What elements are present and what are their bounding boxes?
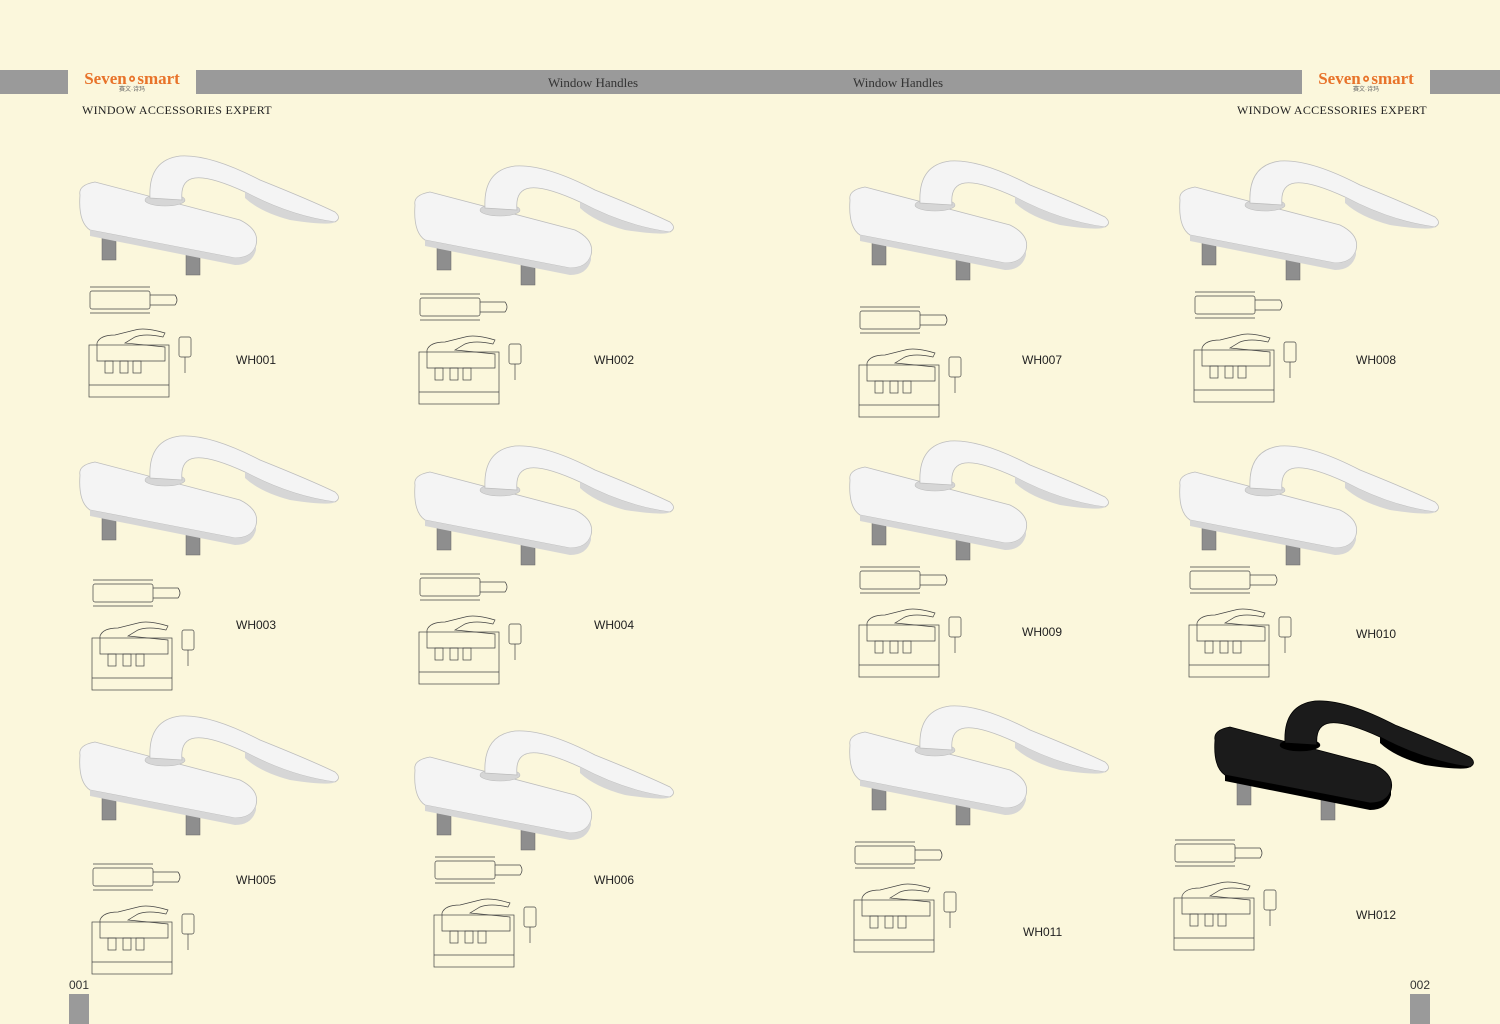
page-strip-left — [69, 994, 89, 1024]
product-image-wh003 — [60, 430, 350, 570]
product-image-wh010 — [1160, 440, 1450, 580]
page-strip-right — [1410, 994, 1430, 1024]
product-image-wh011 — [830, 700, 1120, 840]
page-number-right: 002 — [1410, 978, 1431, 992]
technical-drawing-wh009 — [845, 565, 975, 685]
technical-drawing-wh003 — [78, 578, 208, 698]
product-code-wh006: WH006 — [594, 873, 635, 887]
technical-drawing-wh005 — [78, 862, 208, 982]
technical-drawing-wh007 — [845, 305, 975, 425]
logo-subtext: 赛文·诗玛 — [119, 86, 145, 93]
technical-drawing-wh011 — [840, 840, 970, 960]
product-image-wh001 — [60, 150, 350, 290]
product-code-wh001: WH001 — [236, 353, 277, 367]
product-image-wh004 — [395, 440, 685, 580]
logo-subtext: 赛文·诗玛 — [1353, 86, 1379, 93]
tagline-left: WINDOW ACCESSORIES EXPERT — [82, 103, 272, 117]
technical-drawing-wh010 — [1175, 565, 1305, 685]
technical-drawing-wh008 — [1180, 290, 1310, 410]
product-code-wh008: WH008 — [1356, 353, 1397, 367]
technical-drawing-wh001 — [75, 285, 205, 405]
product-image-wh005 — [60, 710, 350, 850]
page-title-right: Window Handles — [853, 75, 944, 90]
tagline-right: WINDOW ACCESSORIES EXPERT — [1237, 103, 1427, 117]
product-image-wh002 — [395, 160, 685, 300]
logo-text: Seven∘smart — [1318, 68, 1414, 88]
page-title-left: Window Handles — [548, 75, 639, 90]
technical-drawing-wh002 — [405, 292, 535, 412]
product-image-wh009 — [830, 435, 1120, 575]
product-code-wh002: WH002 — [594, 353, 635, 367]
technical-drawing-wh012 — [1160, 838, 1290, 958]
logo-text: Seven∘smart — [84, 68, 180, 88]
page-number-left: 001 — [69, 978, 90, 992]
technical-drawing-wh006 — [420, 855, 550, 975]
product-code-wh011: WH011 — [1023, 925, 1063, 939]
product-image-wh008 — [1160, 155, 1450, 295]
product-image-wh006 — [395, 725, 685, 865]
product-image-wh012 — [1195, 695, 1485, 835]
product-code-wh007: WH007 — [1022, 353, 1063, 367]
product-code-wh012: WH012 — [1356, 908, 1397, 922]
product-image-wh007 — [830, 155, 1120, 295]
product-code-wh003: WH003 — [236, 618, 277, 632]
product-code-wh009: WH009 — [1022, 625, 1063, 639]
brand-logo-right: Seven∘smart 赛文·诗玛 — [1302, 68, 1430, 96]
technical-drawing-wh004 — [405, 572, 535, 692]
product-code-wh004: WH004 — [594, 618, 635, 632]
product-code-wh005: WH005 — [236, 873, 277, 887]
product-code-wh010: WH010 — [1356, 627, 1397, 641]
brand-logo-left: Seven∘smart 赛文·诗玛 — [68, 68, 196, 96]
